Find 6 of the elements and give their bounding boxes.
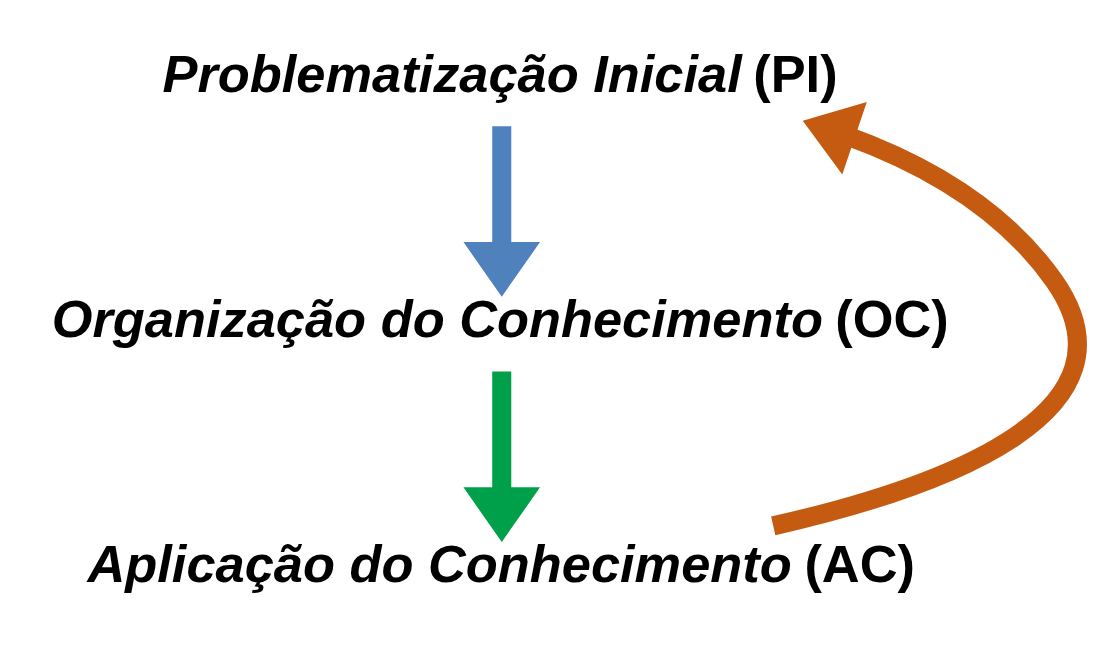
arrow (463, 125, 541, 297)
node-text: Aplicação do Conhecimento (AC) (87, 534, 915, 593)
node-text: Problematização Inicial (PI) (162, 44, 838, 103)
arrow (463, 370, 541, 542)
node-text: Organização do Conhecimento (OC) (51, 289, 949, 348)
arrow (771, 101, 1087, 535)
